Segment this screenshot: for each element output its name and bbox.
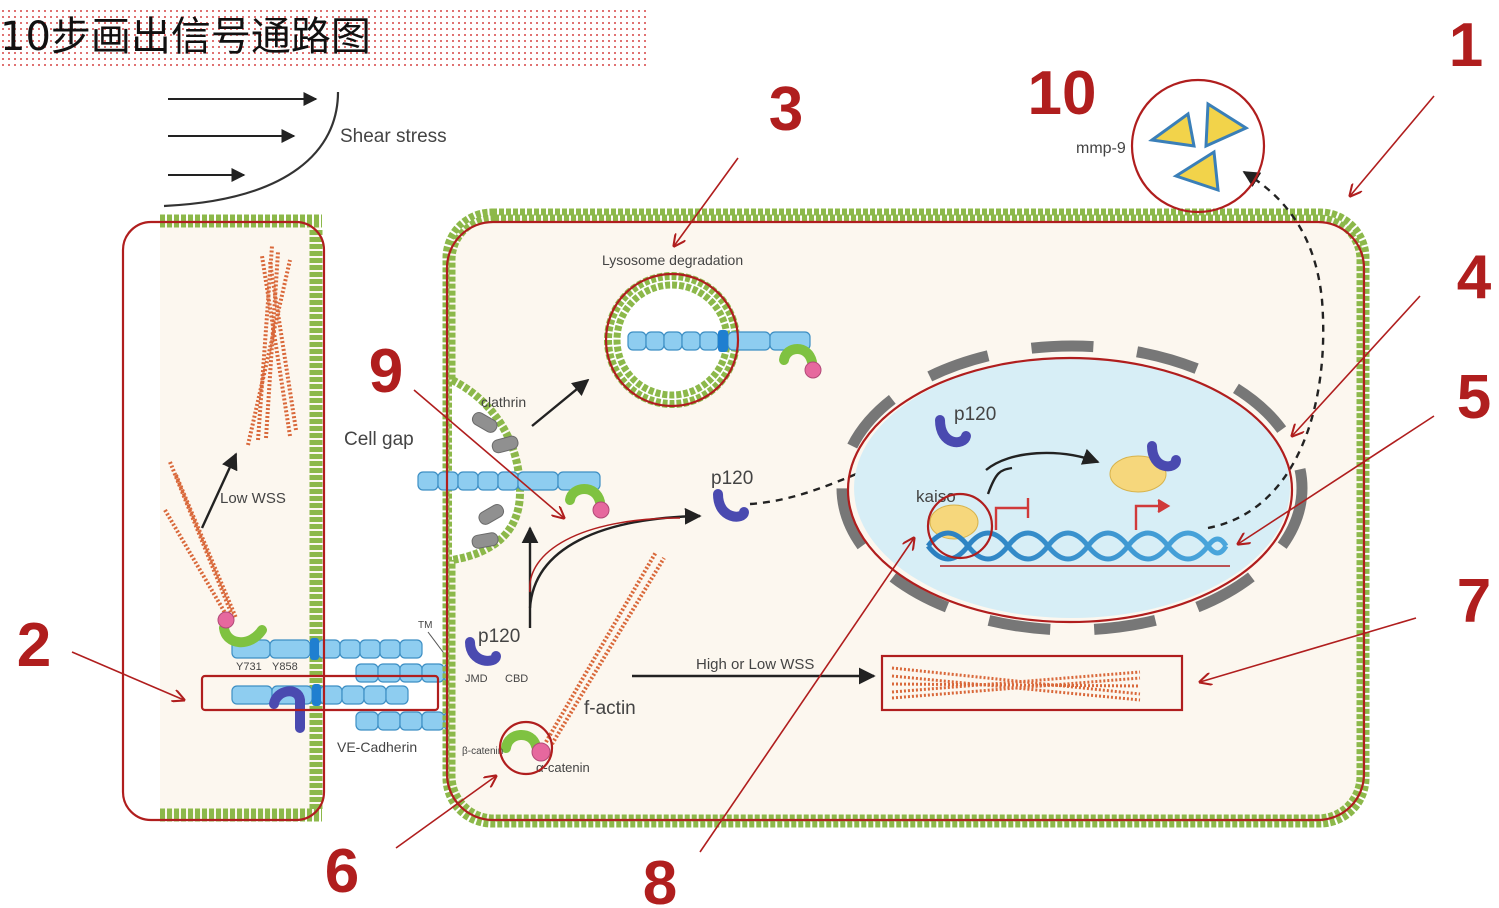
shear-stress-label: Shear stress <box>340 126 447 147</box>
f-actin-filaments <box>544 550 666 746</box>
outline-adherens-junction <box>200 674 440 712</box>
p120-membrane-label: p120 <box>478 626 520 647</box>
actin-bundle <box>891 666 1141 702</box>
outline-actin-bundle <box>880 654 1184 712</box>
p120-nucleus-1 <box>935 415 971 448</box>
mmp9-label: mmp-9 <box>1076 140 1126 157</box>
beta-catenin-lysosome <box>779 344 817 367</box>
high-low-wss-label: High or Low WSS <box>696 656 814 673</box>
endocytosis-arrow <box>531 378 590 427</box>
step9-highlight-curve <box>529 517 681 593</box>
f-actin-label: f-actin <box>584 698 636 719</box>
alpha-catenin-label: α-catenin <box>536 760 590 775</box>
mmp9-secretion-arrow <box>1207 170 1325 530</box>
step-number-8: 8 <box>643 849 677 908</box>
step-number-4: 4 <box>1457 243 1492 312</box>
p120-kaiso-binding-arrow <box>985 448 1100 471</box>
kaiso-dna <box>929 504 979 540</box>
actin-filaments-left <box>163 245 298 620</box>
alpha-catenin-membrane <box>531 742 551 762</box>
beta-catenin-label: β-catenin <box>462 746 503 757</box>
outline-kaiso <box>926 492 994 560</box>
clathrin-label: clathrin <box>481 394 526 410</box>
y731-label: Y731 <box>236 661 262 673</box>
step-number-9: 9 <box>369 337 403 406</box>
p120-nucleus-label: p120 <box>954 404 996 425</box>
jmd-label: JMD <box>465 673 488 685</box>
step-number-6: 6 <box>325 837 359 906</box>
kaiso-release-stem <box>986 466 1013 495</box>
outline-left-cell <box>121 220 326 822</box>
kaiso-bound <box>1109 455 1167 493</box>
p120-cytoplasm <box>713 489 749 522</box>
ve-cadherin-label: VE-Cadherin <box>337 739 417 755</box>
step-number-2: 2 <box>17 611 51 680</box>
dna-helix <box>926 530 1229 562</box>
cell-gap-label: Cell gap <box>344 429 414 450</box>
clathrin-coats <box>471 412 519 549</box>
annotation-outlines <box>121 78 1366 822</box>
nuclear-envelope <box>836 340 1308 636</box>
left-cell <box>160 214 323 822</box>
step-number-10: 10 <box>1028 59 1097 128</box>
low-wss-arrow <box>200 452 238 529</box>
shear-stress-arrows <box>163 91 340 208</box>
p120-nucleus-2 <box>1147 441 1181 472</box>
cbd-label: CBD <box>505 673 528 685</box>
annotation-arrows <box>71 95 1435 853</box>
alpha-catenin-gap <box>592 501 610 519</box>
outline-lysosome <box>604 272 740 408</box>
p120-membrane <box>465 637 501 666</box>
beta-catenin-left <box>219 623 267 648</box>
p120-left <box>269 686 305 733</box>
outline-right-cell <box>445 220 1366 822</box>
tm-label: TM <box>418 620 432 631</box>
slide-title: 10步画出信号通路图 <box>0 8 648 66</box>
low-wss-label: Low WSS <box>220 490 286 507</box>
lysosome-degradation-label: Lysosome degradation <box>602 252 743 268</box>
outline-catenin <box>498 720 554 776</box>
step-number-1: 1 <box>1449 11 1483 80</box>
transcription-start-arrow <box>1134 498 1171 530</box>
mmp9-triangles <box>1148 101 1250 193</box>
beta-catenin-gap <box>565 484 605 507</box>
y858-label: Y858 <box>272 661 298 673</box>
step-number-5: 5 <box>1457 363 1491 432</box>
alpha-catenin-lysosome <box>804 361 822 379</box>
kaiso-label: kaiso <box>916 487 956 506</box>
step-number-7: 7 <box>1457 567 1491 636</box>
internalized-cadherin-chain <box>417 471 601 491</box>
step-number-3: 3 <box>769 75 803 144</box>
alpha-catenin-left <box>217 611 235 629</box>
lysosome-tm-marker <box>718 330 728 352</box>
repression-symbol <box>994 498 1030 530</box>
outline-mmp9 <box>1130 78 1266 214</box>
beta-catenin-membrane <box>501 730 541 753</box>
p120-cytoplasm-label: p120 <box>711 468 753 489</box>
cell-gap-membrane <box>450 376 525 564</box>
outline-nucleus <box>846 356 1294 624</box>
